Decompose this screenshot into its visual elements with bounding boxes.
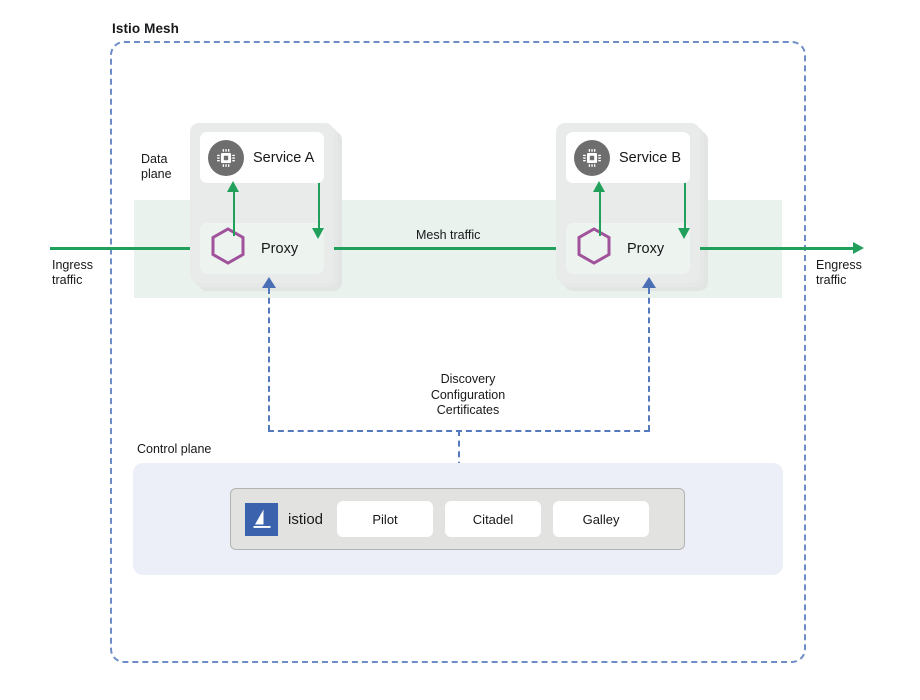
pod-b-down-arrow-head [678,228,691,239]
data-plane-label-line1: Data [141,152,168,166]
pod-b-down-arrow-line [683,183,686,228]
control-plane-component-pilot[interactable]: Pilot [337,501,434,537]
pod-a-up-arrow-head [227,181,240,192]
istio-mesh-label: Istio Mesh [112,21,180,36]
sailboat-icon [245,502,278,536]
hexagon-icon [575,226,613,271]
service-card-a[interactable]: Service A [200,132,324,183]
control-plane-component-citadel[interactable]: Citadel [445,501,542,537]
pod-b-up-arrow-head [593,181,606,192]
control-channel-riser-b [648,288,650,431]
pod-b-up-arrow-line [598,192,601,236]
istiod-container: istiod Pilot Citadel Galley [230,488,685,550]
control-channel-line2: Configuration [430,387,506,402]
control-plane-component-galley[interactable]: Galley [553,501,650,537]
ingress-label-line1: Ingress [52,258,93,272]
ingress-traffic-label: Ingress traffic [52,258,112,288]
egress-arrow-head [853,241,864,254]
data-plane-label-line2: plane [141,167,172,181]
hexagon-icon [209,226,247,271]
proxy-card-b[interactable]: Proxy [566,223,690,274]
service-card-b[interactable]: Service B [566,132,690,183]
egress-label-line1: Engress [816,258,862,272]
pod-service-a: Service A Proxy [190,123,342,291]
control-channel-arrow-head-b [642,277,656,288]
mesh-traffic-label: Mesh traffic [416,228,481,242]
control-channel-riser-a [268,288,270,431]
ingress-label-line2: traffic [52,273,83,287]
pod-a-down-arrow-line [317,183,320,228]
control-channel-line1: Discovery [440,372,496,386]
pod-service-b: Service B Proxy [556,123,708,291]
control-channel-line3: Certificates [436,403,500,417]
service-name-label: Service B [619,149,682,166]
control-channel-arrow-head-a [262,277,276,288]
control-channel-label: Discovery Configuration Certificates [398,372,538,419]
data-plane-label: Data plane [141,152,203,182]
egress-traffic-label: Engress traffic [816,258,886,288]
proxy-card-a[interactable]: Proxy [200,223,324,274]
control-channel-drop-line [458,430,460,489]
egress-label-line2: traffic [816,273,847,287]
chip-icon [208,139,244,176]
egress-arrow-line [700,247,856,250]
chip-icon [574,139,610,176]
service-name-label: Service A [253,149,315,166]
istiod-name-label: istiod [288,510,324,528]
proxy-name-label: Proxy [261,240,299,257]
pod-a-up-arrow-line [232,192,235,236]
control-plane-label: Control plane [137,442,212,456]
pod-a-down-arrow-head [312,228,325,239]
ingress-arrow-line [50,247,202,250]
mesh-traffic-line [334,247,566,250]
proxy-name-label: Proxy [627,240,665,257]
istio-mesh-boundary [110,41,806,663]
